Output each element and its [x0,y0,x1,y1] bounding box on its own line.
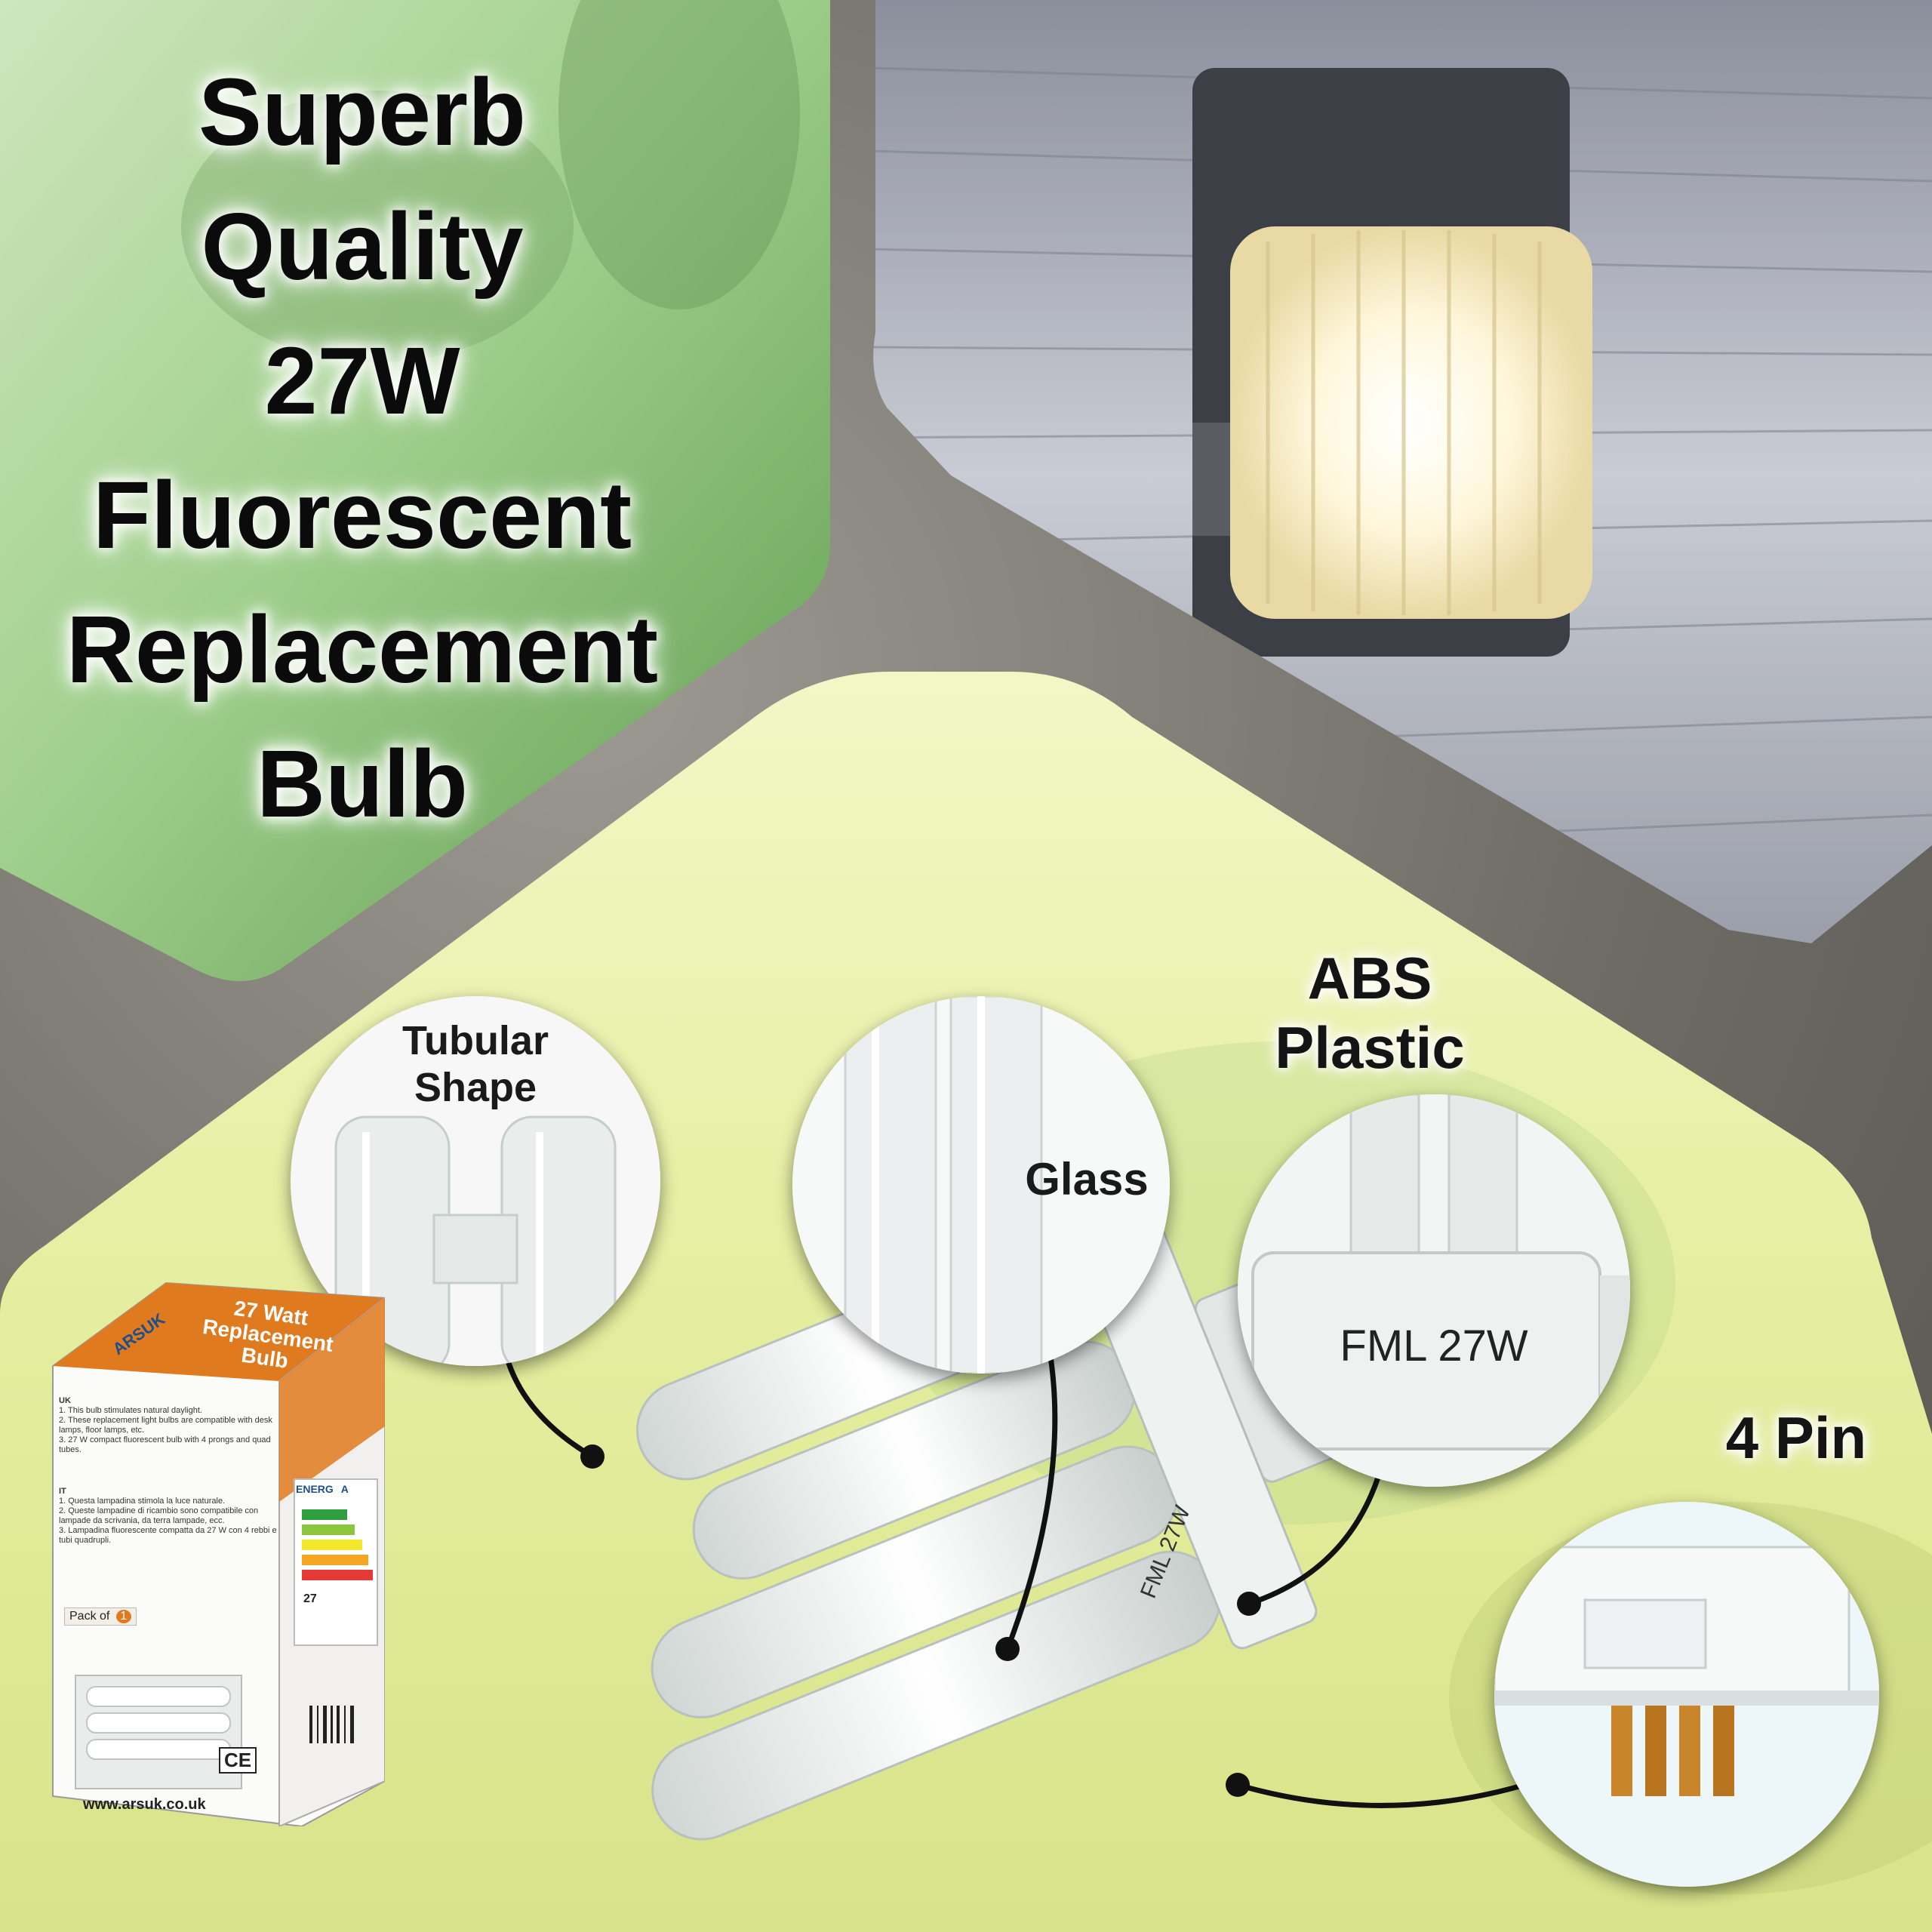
pack-of-badge: Pack of 1 [64,1607,137,1626]
energy-label: ENERG [296,1483,334,1495]
headline-line-4: Fluorescent [92,462,632,568]
glass-detail: Glass [792,996,1170,1374]
package-uk-section: UK 1. This bulb stimulates natural dayli… [59,1396,278,1455]
it-point-2: 2. Queste lampadine di ricambio sono com… [59,1506,259,1525]
headline-line-2: Quality [201,193,524,300]
uk-point-2: 2. These replacement light bulbs are com… [59,1416,272,1435]
abs-label-line-2: Plastic [1275,1014,1465,1081]
product-package: ARSUK 27 Watt Replacement Bulb UK 1. Thi… [30,1253,385,1826]
base-plate-image [1238,1094,1630,1487]
energy-class: A [340,1483,349,1495]
uk-point-3: 3. 27 W compact fluorescent bulb with 4 … [59,1435,271,1454]
headline-line-6: Bulb [257,731,468,837]
pack-of-label: Pack of [69,1610,110,1623]
model-label: FML 27W [1340,1321,1528,1371]
glass-label: Glass [1025,1154,1149,1204]
abs-plastic-detail: FML 27W [1238,1094,1630,1487]
pack-of-count: 1 [115,1610,131,1623]
uk-flag: UK [59,1396,71,1405]
abs-label-line-1: ABS [1307,945,1432,1011]
tubular-shape-detail: Tubular Shape [291,996,660,1366]
headline-line-1: Superb [198,59,527,165]
abs-plastic-label: ABS Plastic [1215,943,1524,1082]
four-pin-detail [1494,1502,1879,1887]
it-flag: IT [59,1487,66,1496]
tubular-label-line-1: Tubular [402,1018,549,1063]
headline-line-5: Replacement [66,596,659,703]
headline: Superb Quality 27W Fluorescent Replaceme… [15,45,709,851]
pin-image [1494,1502,1879,1887]
uk-point-1: 1. This bulb stimulates natural daylight… [59,1406,202,1415]
package-it-section: IT 1. Questa lampadina stimola la luce n… [59,1487,278,1546]
package-website: www.arsuk.co.uk [83,1796,206,1813]
four-pin-label: 4 Pin [1725,1404,1867,1471]
it-point-1: 1. Questa lampadina stimola la luce natu… [59,1497,226,1506]
it-point-3: 3. Lampadina fluorescente compatta da 27… [59,1526,277,1545]
green-panel [0,0,830,981]
energy-label-text: ENERG A [296,1483,349,1495]
ce-mark: CE [219,1747,257,1774]
package-wattage: 27 [303,1592,317,1605]
glass-tube-image [792,996,1170,1374]
headline-line-3: 27W [264,328,460,434]
tubular-label-line-2: Shape [414,1065,537,1110]
